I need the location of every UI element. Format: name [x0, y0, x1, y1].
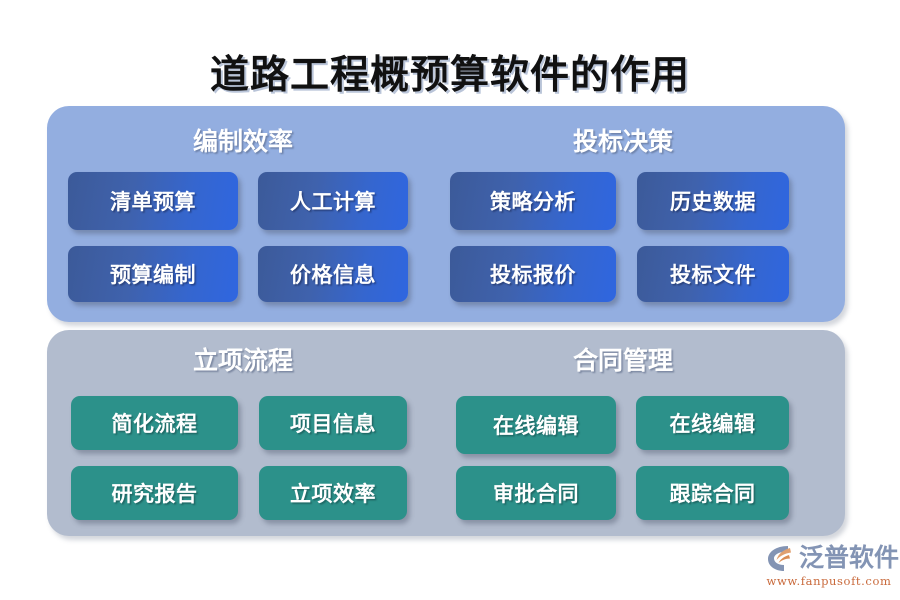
section-header-contract-management: 合同管理 [572, 346, 673, 375]
card-toubiao-baojia[interactable]: 投标报价 [450, 246, 616, 302]
card-yanjiu-baogao[interactable]: 研究报告 [71, 466, 238, 520]
card-toubiao-wenjian[interactable]: 投标文件 [637, 246, 789, 302]
brand-name: 泛普软件 [799, 543, 900, 572]
card-genzong-hetong[interactable]: 跟踪合同 [636, 466, 789, 520]
brand-url: www.fanpusoft.com [766, 574, 892, 588]
section-header-project-process: 立项流程 [192, 346, 293, 375]
card-celue-fenxi[interactable]: 策略分析 [450, 172, 616, 230]
card-jiage-xinxi[interactable]: 价格信息 [258, 246, 408, 302]
card-xiangmu-xinxi[interactable]: 项目信息 [259, 396, 407, 450]
card-jianhua-liucheng[interactable]: 简化流程 [71, 396, 238, 450]
card-lixiang-xiaolv[interactable]: 立项效率 [259, 466, 407, 520]
card-rengong-jisuan[interactable]: 人工计算 [258, 172, 408, 230]
card-lishi-shuju[interactable]: 历史数据 [637, 172, 789, 230]
card-shenpi-hetong[interactable]: 审批合同 [456, 466, 616, 520]
fanpu-swoosh-icon [766, 544, 796, 572]
card-yusuan-bianzhi[interactable]: 预算编制 [68, 246, 238, 302]
section-header-editing-efficiency: 编制效率 [192, 127, 293, 156]
page-title: 道路工程概预算软件的作用 [209, 52, 690, 98]
section-header-bidding-decision: 投标决策 [572, 127, 673, 156]
brand-logo: 泛普软件 www.fanpusoft.com [766, 543, 899, 589]
card-zaixian-bianji-1[interactable]: 在线编辑 [456, 396, 616, 454]
card-qingdan-yusuan[interactable]: 清单预算 [68, 172, 238, 230]
card-zaixian-bianji-2[interactable]: 在线编辑 [636, 396, 789, 450]
